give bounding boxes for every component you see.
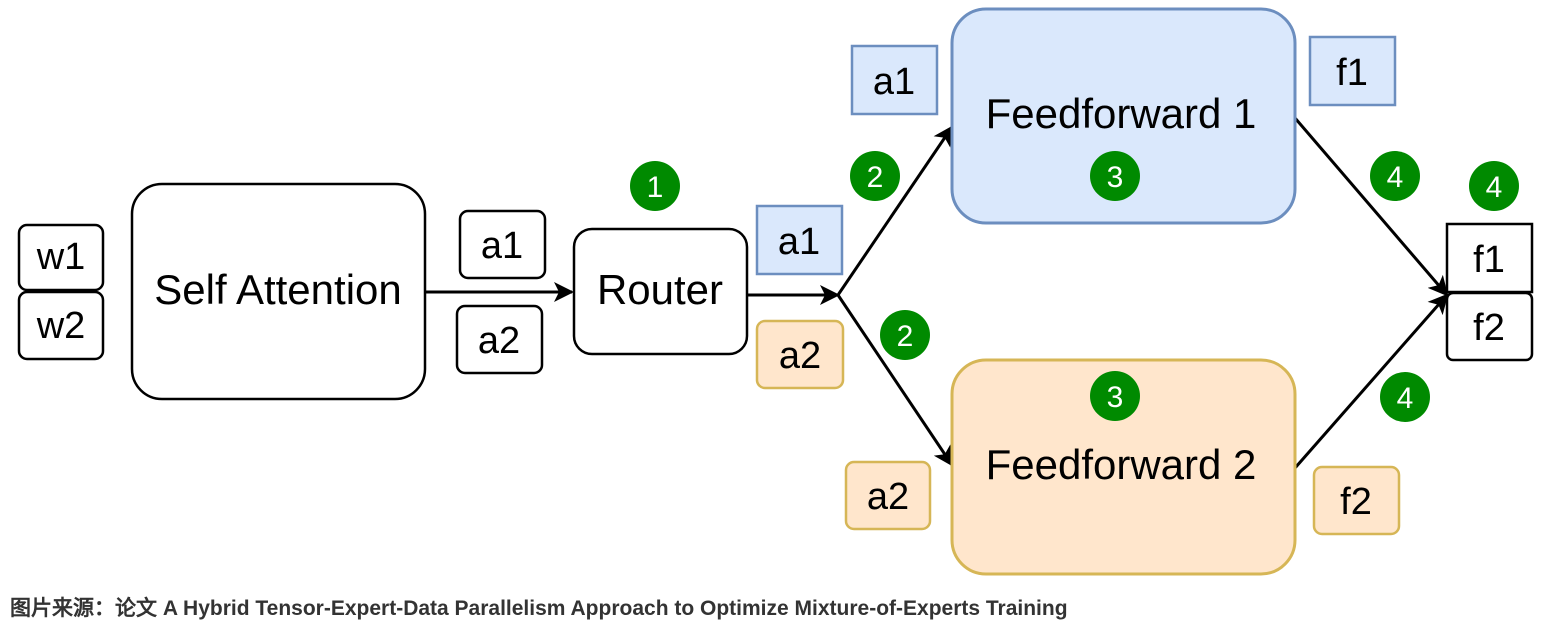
- edge-split-to-ff1: [836, 125, 954, 296]
- step-badge-ff1-number: 3: [1107, 161, 1124, 194]
- activation-a1: a1: [458, 209, 547, 280]
- activation-a2-label: a2: [478, 320, 520, 362]
- output-f2: f2: [1445, 291, 1534, 362]
- feedforward-2-label: Feedforward 2: [986, 441, 1257, 488]
- step-badge-gather-bottom: 4: [1380, 372, 1430, 422]
- ff2-output-f2: f2: [1312, 465, 1401, 536]
- output-f2-label: f2: [1473, 307, 1505, 349]
- router-out-a1-label: a1: [778, 221, 820, 263]
- step-badge-ff1: 3: [1090, 151, 1140, 201]
- feedforward-2-block: Feedforward 2: [950, 358, 1297, 576]
- ff1-output-f1: f1: [1308, 35, 1397, 107]
- edge-ff1-to-output: [1293, 117, 1449, 297]
- output-f1: f1: [1445, 222, 1534, 294]
- edge-ff2-to-output: [1293, 293, 1449, 469]
- token-w2: w2: [17, 290, 105, 361]
- router-out-a1: a1: [755, 204, 844, 276]
- step-badge-gather-top-number: 4: [1387, 161, 1404, 194]
- router-block: Router: [572, 227, 749, 356]
- step-badge-router-number: 1: [647, 171, 664, 204]
- ff1-input-a1-label: a1: [873, 61, 915, 103]
- token-w2-label: w2: [36, 305, 86, 347]
- edge-split-to-ff2: [836, 294, 954, 467]
- step-badge-router: 1: [630, 161, 680, 211]
- ff2-output-f2-label: f2: [1340, 481, 1372, 523]
- ff2-input-a2-label: a2: [867, 476, 909, 518]
- token-w1-label: w1: [36, 236, 86, 278]
- activation-a1-label: a1: [481, 225, 523, 267]
- activation-a2: a2: [455, 304, 544, 375]
- router-out-a2-label: a2: [779, 335, 821, 377]
- router-label: Router: [597, 266, 723, 313]
- step-badge-output-number: 4: [1486, 171, 1503, 204]
- step-badge-route-bottom-number: 2: [897, 320, 914, 353]
- token-w1: w1: [17, 223, 105, 292]
- figure-caption: 图片来源：论文 A Hybrid Tensor-Expert-Data Para…: [10, 597, 1068, 620]
- output-f1-label: f1: [1473, 239, 1505, 281]
- step-badge-ff2-number: 3: [1107, 381, 1124, 414]
- step-badge-gather-top: 4: [1370, 151, 1420, 201]
- ff1-input-a1: a1: [850, 44, 939, 116]
- ff1-output-f1-label: f1: [1336, 52, 1368, 94]
- self-attention-block: Self Attention: [130, 182, 427, 401]
- step-badge-route-bottom: 2: [880, 310, 930, 360]
- router-out-a2: a2: [755, 319, 845, 390]
- step-badge-ff2: 3: [1090, 371, 1140, 421]
- feedforward-1-block: Feedforward 1: [950, 7, 1297, 225]
- ff2-input-a2: a2: [844, 460, 932, 531]
- self-attention-label: Self Attention: [154, 266, 402, 313]
- moe-diagram: w1 w2 Self Attention a1 a2 Router a1 a2 …: [17, 7, 1534, 576]
- step-badge-gather-bottom-number: 4: [1397, 382, 1414, 415]
- feedforward-1-label: Feedforward 1: [986, 90, 1257, 137]
- step-badge-output: 4: [1469, 161, 1519, 211]
- step-badge-route-top-number: 2: [867, 161, 884, 194]
- step-badge-route-top: 2: [850, 151, 900, 201]
